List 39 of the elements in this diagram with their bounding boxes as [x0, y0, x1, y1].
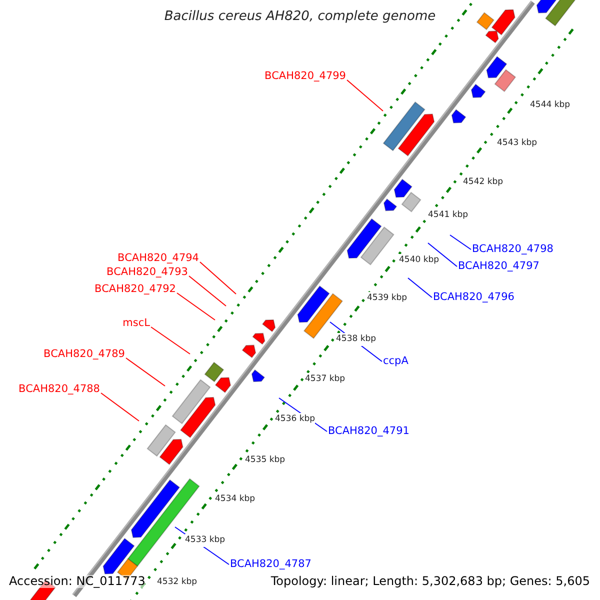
genome-summary: Topology: linear; Length: 5,302,683 bp; Genes: 5,605	[270, 575, 590, 588]
scale-label: 4539 kbp	[367, 292, 408, 305]
leader-line	[100, 392, 140, 422]
gene-label: BCAH820_4788	[18, 383, 100, 396]
leader-line	[450, 234, 472, 250]
gene-label: ccpA	[383, 355, 408, 368]
gene-label: BCAH820_4793	[106, 266, 188, 279]
leader-line	[408, 278, 432, 298]
scale-label: 4534 kbp	[215, 493, 256, 506]
accession-label: Accession: NC_011773	[9, 575, 146, 588]
scale-label: 4535 kbp	[245, 454, 286, 467]
scale-label: 4540 kbp	[399, 254, 440, 267]
gene-label: mscL	[122, 317, 150, 330]
leader-line	[428, 242, 458, 267]
gene-label: BCAH820_4799	[264, 70, 346, 83]
genome-title: Bacillus cereus AH820, complete genome	[163, 10, 437, 23]
gene-label: BCAH820_4791	[328, 425, 410, 438]
gene-label: BCAH820_4792	[94, 283, 176, 296]
scale-label: 4533 kbp	[185, 534, 226, 547]
scale-label: 4537 kbp	[305, 373, 346, 386]
leader-line	[126, 358, 166, 386]
gene-label: BCAH820_4789	[44, 348, 125, 361]
leader-line	[176, 292, 216, 320]
leader-line	[150, 326, 190, 354]
gene-label: BCAH820_4787	[230, 558, 312, 571]
scale-label: 4542 kbp	[463, 176, 504, 189]
gene-label: BCAH820_4798	[472, 243, 554, 256]
leader-line	[200, 262, 236, 294]
gene-label: BCAH820_4794	[118, 252, 199, 265]
scale-label: 4538 kbp	[336, 333, 376, 346]
scale-label: 4544 kbp	[530, 99, 570, 112]
leader-line	[188, 276, 226, 306]
gene-label: BCAH820_4797	[458, 260, 540, 273]
scale-label: 4543 kbp	[497, 137, 538, 150]
gene-label: BCAH820_4796	[433, 291, 514, 304]
scale-label: 4536 kbp	[275, 413, 316, 426]
scale-label: 4541 kbp	[428, 209, 468, 222]
scale-label: 4532 kbp	[157, 576, 198, 589]
leader-line	[346, 80, 384, 112]
